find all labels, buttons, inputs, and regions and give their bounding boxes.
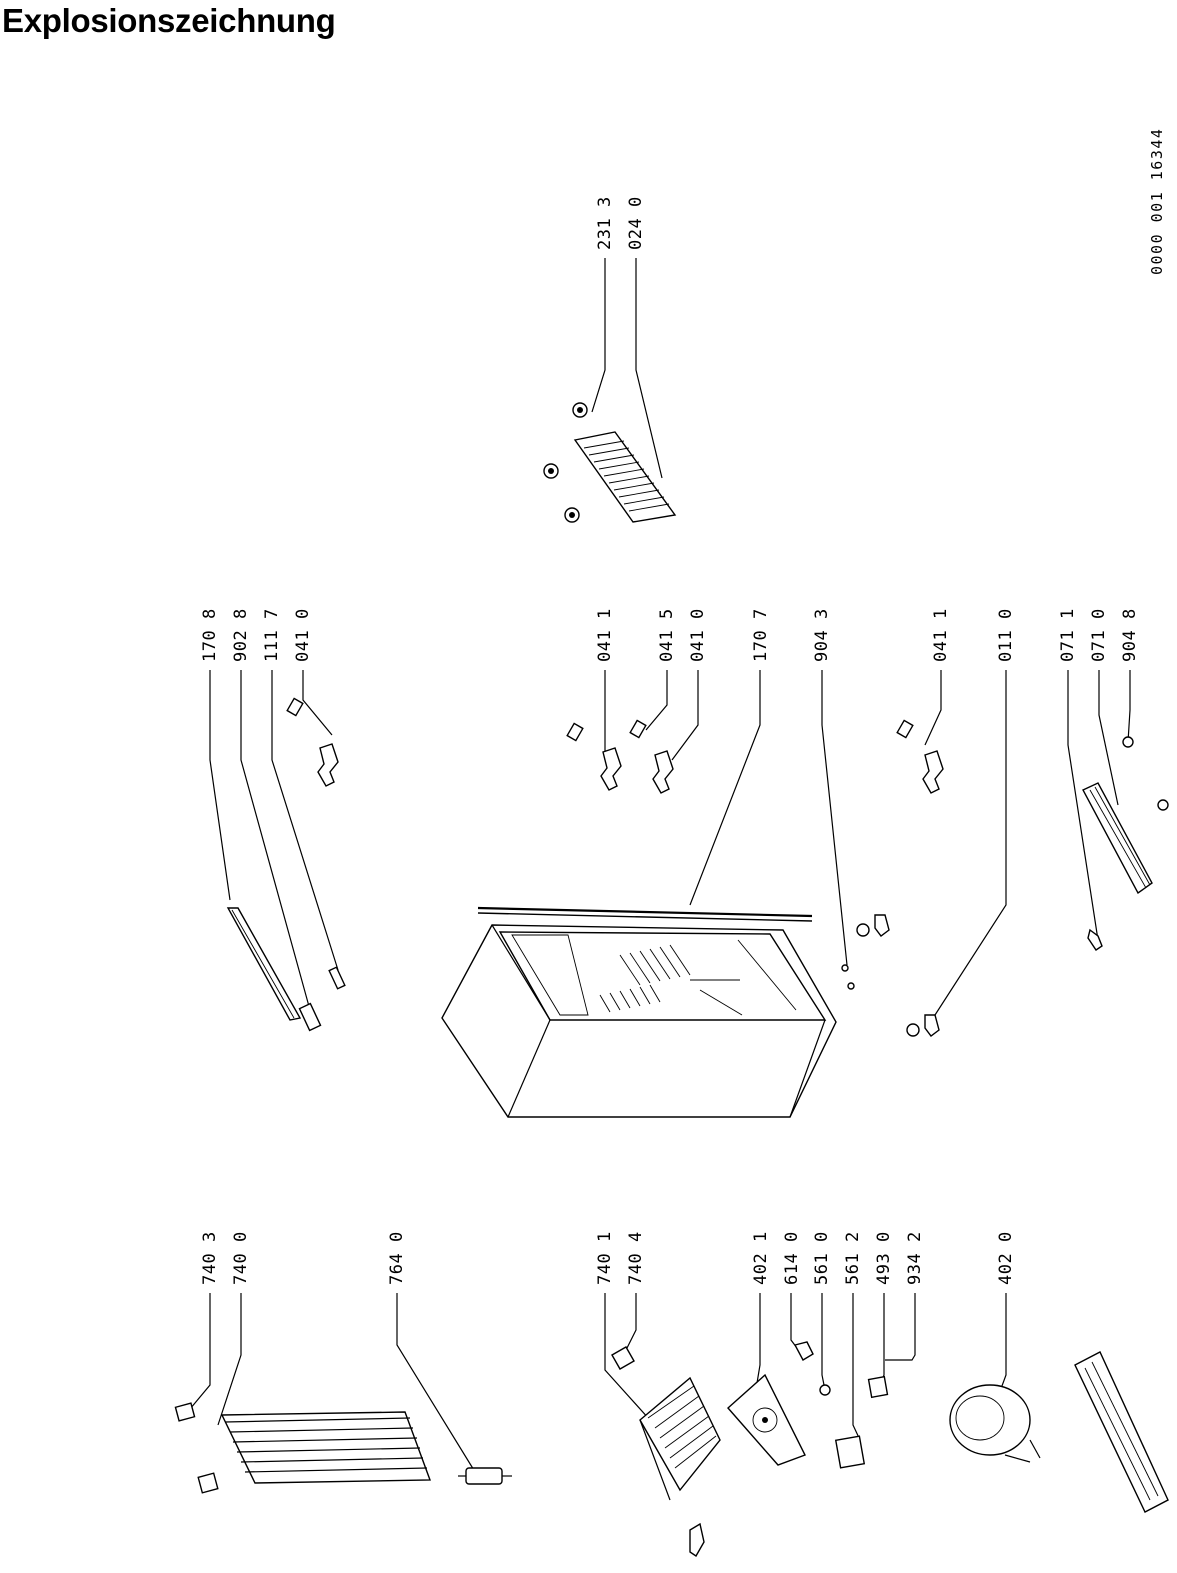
door-handle-part [1082,736,1169,951]
part-label-402-1: 402 1 [751,1231,771,1285]
part-label-561-0: 561 0 [812,1231,832,1285]
door-strip-part [226,907,302,1021]
part-label-402-0: 402 0 [996,1231,1016,1285]
condenser-part [174,1402,431,1494]
part-label-041-0: 041 0 [293,608,313,662]
part-label-493-0: 493 0 [874,1231,894,1285]
screw-part [543,402,588,523]
hinge-cover-part [298,966,346,1032]
part-label-071-0: 071 0 [1089,608,1109,662]
filter-dryer-part [458,1467,512,1485]
ventilation-grille-part [573,431,677,523]
part-label-170-8: 170 8 [200,608,220,662]
part-label-170-7: 170 7 [751,608,771,662]
document-number: 0000 001 16344 [1148,128,1166,275]
part-labels: 231 3 024 0 170 8 902 8 111 7 041 0 041 … [200,196,1140,1285]
page-title: Explosionszeichnung [2,2,336,39]
compressor-base-plate-part [1074,1351,1169,1513]
drip-tray-part [727,1373,806,1466]
leader-lines [184,258,1131,1481]
part-label-041-0: 041 0 [688,608,708,662]
part-label-561-2: 561 2 [843,1231,863,1285]
part-label-041-1: 041 1 [595,608,615,662]
part-label-231-3: 231 3 [595,196,615,250]
part-label-011-0: 011 0 [996,608,1016,662]
part-label-041-1: 041 1 [931,608,951,662]
compressor-part [949,1384,1041,1463]
part-label-071-1: 071 1 [1058,608,1078,662]
part-label-904-3: 904 3 [812,608,832,662]
part-label-740-3: 740 3 [200,1231,220,1285]
refrigerator-cabinet [441,906,837,1118]
hinge-part [286,697,944,794]
part-label-934-2: 934 2 [905,1231,925,1285]
part-label-740-4: 740 4 [626,1231,646,1285]
part-label-764-0: 764 0 [387,1231,407,1285]
evaporator-coil-part [611,1346,721,1557]
part-label-041-5: 041 5 [657,608,677,662]
part-label-740-1: 740 1 [595,1231,615,1285]
adjustable-foot-part [841,914,940,1037]
part-label-024-0: 024 0 [626,196,646,250]
part-label-902-8: 902 8 [231,608,251,662]
relay-part [793,1341,889,1469]
part-label-904-8: 904 8 [1120,608,1140,662]
part-label-740-0: 740 0 [231,1231,251,1285]
part-label-111-7: 111 7 [262,608,282,662]
part-label-614-0: 614 0 [782,1231,802,1285]
